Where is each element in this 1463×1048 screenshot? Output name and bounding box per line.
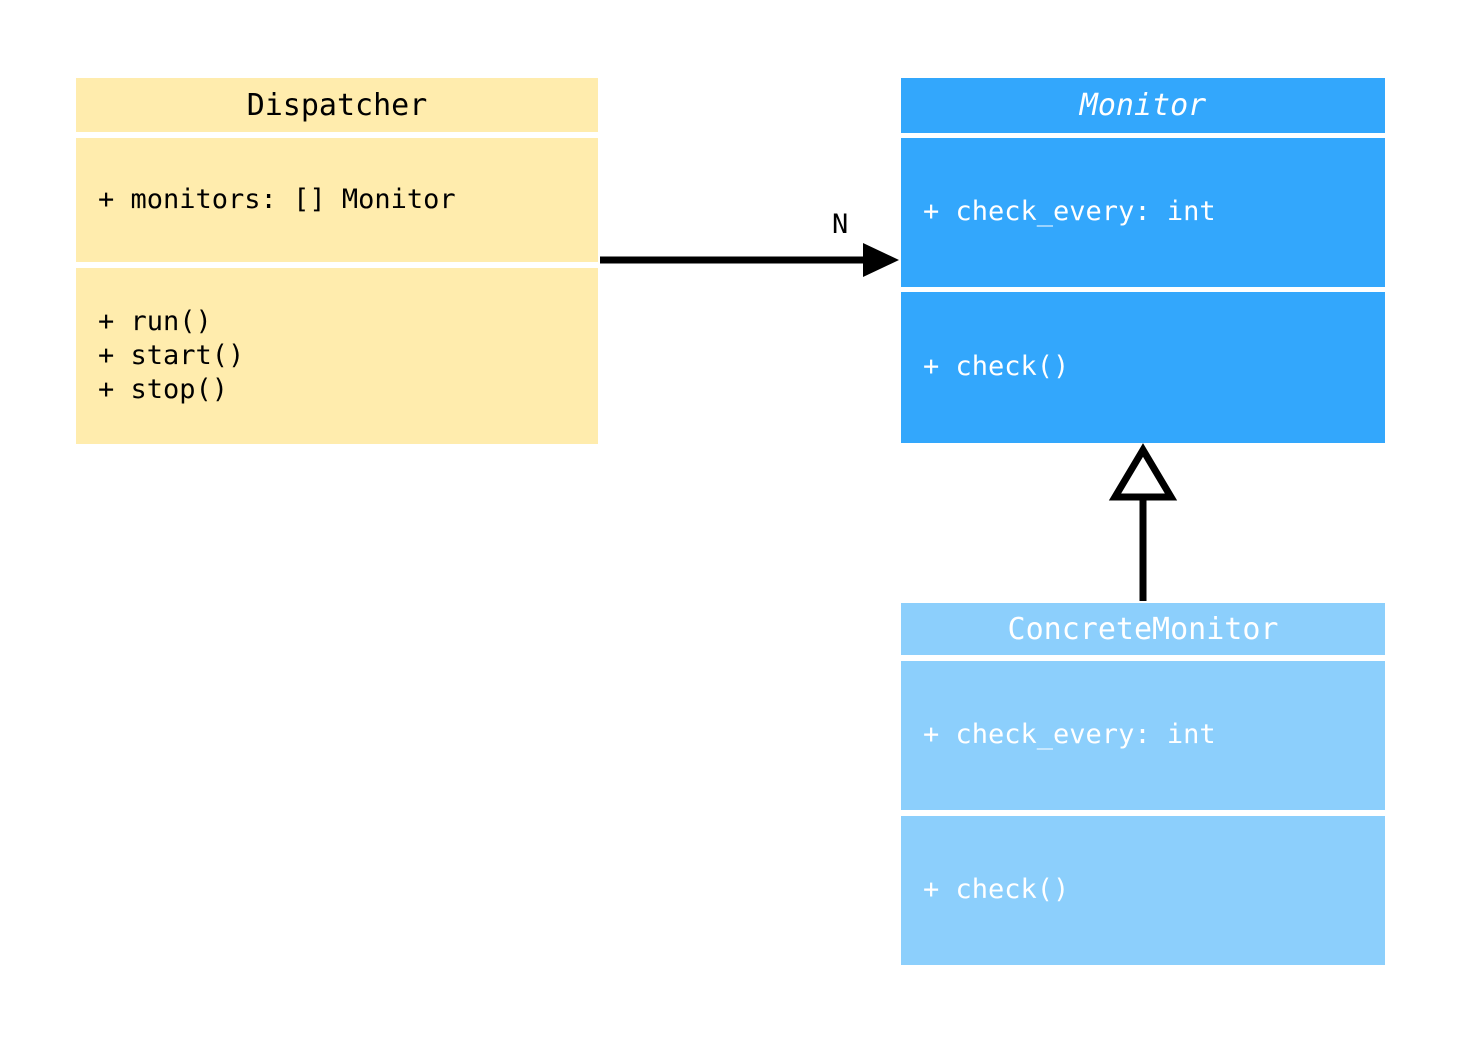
class-methods-concretemonitor: + check() [901, 816, 1385, 965]
method-list-dispatcher: + run() + start() + stop() [98, 305, 245, 405]
class-box-monitor[interactable]: Monitor + check_every: int + check() [901, 78, 1385, 443]
method-list-concretemonitor: + check() [923, 874, 1070, 906]
attribute-list-monitor: + check_every: int [923, 196, 1216, 228]
class-methods-dispatcher: + run() + start() + stop() [76, 268, 598, 444]
compartment-divider [76, 262, 598, 268]
association-edge-dispatcher-monitor [600, 243, 899, 277]
compartment-divider [901, 810, 1385, 816]
generalization-hollow-triangle-icon [1108, 443, 1178, 501]
association-multiplicity-label: N [832, 209, 849, 240]
class-attributes-dispatcher: + monitors: [] Monitor [76, 138, 598, 262]
method-list-monitor: + check() [923, 351, 1070, 383]
compartment-divider [901, 133, 1385, 138]
association-arrowhead-icon [863, 243, 899, 277]
class-attributes-monitor: + check_every: int [901, 138, 1385, 287]
class-name-dispatcher: Dispatcher [76, 78, 598, 132]
attribute-list-dispatcher: + monitors: [] Monitor [98, 183, 456, 215]
compartment-divider [901, 287, 1385, 292]
class-attributes-concretemonitor: + check_every: int [901, 661, 1385, 810]
compartment-divider [76, 132, 598, 138]
class-name-concretemonitor: ConcreteMonitor [901, 603, 1385, 655]
attribute-list-concretemonitor: + check_every: int [923, 719, 1216, 751]
compartment-divider [901, 655, 1385, 661]
class-methods-monitor: + check() [901, 292, 1385, 443]
class-name-monitor: Monitor [901, 78, 1385, 133]
generalization-edge-concretemonitor-monitor [1108, 443, 1178, 601]
class-box-dispatcher[interactable]: Dispatcher + monitors: [] Monitor + run(… [76, 78, 598, 444]
class-box-concretemonitor[interactable]: ConcreteMonitor + check_every: int + che… [901, 603, 1385, 965]
